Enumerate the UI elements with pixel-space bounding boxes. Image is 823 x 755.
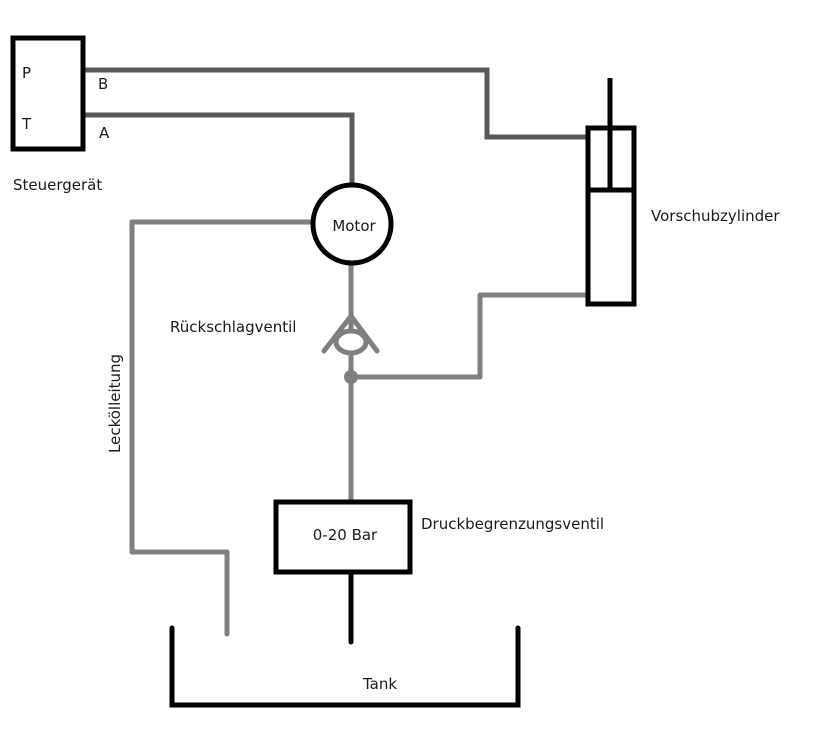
motor-symbol — [310, 182, 394, 266]
cylinder-label: Vorschubzylinder — [651, 207, 780, 225]
control-unit-label: Steuergerät — [13, 176, 102, 194]
relief-valve-label: Druckbegrenzungsventil — [421, 515, 604, 533]
leak-line-label: Leckölleitung — [106, 354, 124, 453]
line-b-label: B — [98, 75, 108, 93]
line-a — [82, 112, 355, 186]
relief-valve-setting: 0-20 Bar — [313, 526, 378, 544]
check-valve-symbol — [321, 313, 380, 356]
line-a-label: A — [99, 124, 110, 142]
check-valve-label: Rückschlagventil — [170, 318, 296, 336]
leak-oil-line — [129, 219, 315, 637]
port-p-label: P — [22, 64, 31, 82]
line-b — [82, 67, 588, 140]
tank-label: Tank — [362, 675, 397, 693]
feed-cylinder-symbol — [585, 78, 637, 307]
motor-label: Motor — [332, 217, 376, 235]
junction-dot — [344, 370, 358, 384]
tank-symbol — [169, 625, 521, 708]
cylinder-return-line — [348, 292, 591, 380]
port-t-label: T — [21, 115, 32, 133]
relief-valve-box — [273, 499, 413, 575]
control-unit-box — [10, 35, 86, 152]
